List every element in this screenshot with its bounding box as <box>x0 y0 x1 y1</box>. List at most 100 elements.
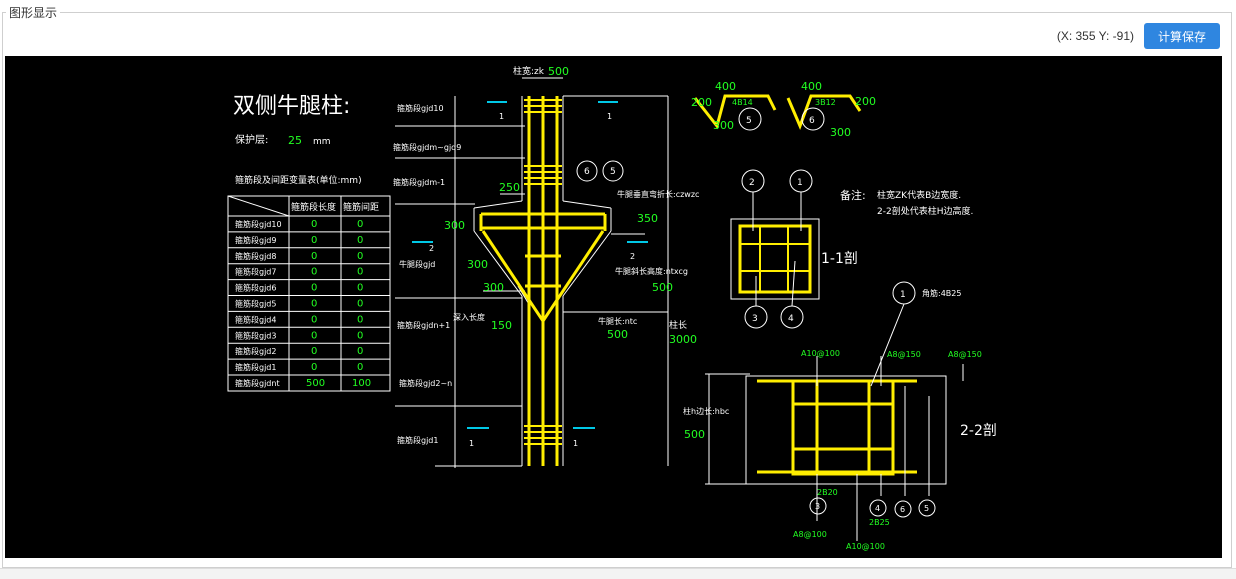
circle-label-1: 1 <box>797 178 803 188</box>
b2b25-label: 2B25 <box>869 518 890 527</box>
b2b20-label: 2B20 <box>817 488 838 497</box>
table-row-name: 箍筋段gjd8 <box>235 251 276 261</box>
table-row-length: 0 <box>311 283 317 294</box>
a8-100-label: A8@100 <box>793 530 827 539</box>
dim-300-a: 300 <box>444 219 465 232</box>
note-line-1: 柱宽ZK代表B边宽度. <box>877 189 961 201</box>
table-row-name: 箍筋段gjd3 <box>235 330 276 340</box>
bend-3b12: 3B12 <box>815 98 836 107</box>
status-strip <box>0 568 1236 579</box>
table-row-name: 箍筋段gjd1 <box>235 362 276 372</box>
gjd1-label: 箍筋段gjd1 <box>397 435 438 445</box>
corbel-slope-label: 牛腿斜长高度:ntxcg <box>615 266 688 276</box>
corner-bar-label: 角筋:4B25 <box>922 288 961 298</box>
corbel-length-label: 牛腿长:ntc <box>598 316 637 326</box>
section-mark-1d: 1 <box>573 439 578 448</box>
col-width-label: 柱宽:zk <box>513 65 545 77</box>
table-row-spacing: 0 <box>357 362 363 373</box>
section-2-2 <box>705 281 964 541</box>
coordinate-readout: (X: 355 Y: -91) <box>1056 29 1134 43</box>
cover-unit: mm <box>313 137 331 147</box>
circle-label-5c: 5 <box>924 504 929 513</box>
circle-label-4b: 4 <box>875 504 880 513</box>
cover-label: 保护层: <box>235 133 268 146</box>
circle-label-1b: 1 <box>900 290 906 300</box>
table-row-name: 箍筋段gjd6 <box>235 283 276 293</box>
table-row-name: 箍筋段gjd7 <box>235 267 276 277</box>
a10-100b-label: A10@100 <box>846 542 885 551</box>
circle-label-3: 3 <box>752 314 758 324</box>
table-row-length: 500 <box>306 378 325 389</box>
bend-200-b: 200 <box>855 95 876 108</box>
table-header-spacing: 箍筋间距 <box>343 201 379 213</box>
bend-400-a: 400 <box>715 80 736 93</box>
table-row-name: 箍筋段gjd4 <box>235 314 276 324</box>
calculate-save-button[interactable]: 计算保存 <box>1143 23 1220 49</box>
cover-value: 25 <box>288 134 302 147</box>
column-elevation <box>395 77 669 468</box>
bend-4b14: 4B14 <box>732 98 753 107</box>
section-mark-1b: 1 <box>607 112 612 121</box>
table-row-length: 0 <box>311 267 317 278</box>
drawing-canvas[interactable]: 双侧牛腿柱: 保护层: 25 mm 箍筋段及间距变量表(单位:mm) 箍筋段长度… <box>5 56 1222 558</box>
table-row-name: 箍筋段gjd9 <box>235 235 276 245</box>
a8-150-label: A8@150 <box>887 350 921 359</box>
col-length-label: 柱长 <box>669 319 687 331</box>
table-row-length: 0 <box>311 299 317 310</box>
table-row-name: 箍筋段gjdnt <box>235 378 280 388</box>
circle-label-5b: 5 <box>746 116 752 126</box>
dim-300-c: 300 <box>483 281 504 294</box>
col-h-label: 柱h边长:hbc <box>683 406 729 416</box>
section-mark-2b: 2 <box>630 252 635 261</box>
col-length-value: 3000 <box>669 333 697 346</box>
table-row-length: 0 <box>311 219 317 230</box>
table-row-length: 0 <box>311 314 317 325</box>
gjd2n-label: 箍筋段gjd2~n <box>399 378 452 388</box>
table-row-spacing: 0 <box>357 314 363 325</box>
table-row-length: 0 <box>311 330 317 341</box>
gjdn1-label: 箍筋段gjdn+1 <box>397 320 450 330</box>
section-1-1-label: 1-1剖 <box>821 251 858 267</box>
bend-300-b: 300 <box>830 126 851 139</box>
note-title: 备注: <box>840 188 866 202</box>
section-mark-1c: 1 <box>469 439 474 448</box>
table-row-spacing: 0 <box>357 235 363 246</box>
table-row-length: 0 <box>311 346 317 357</box>
table-row-spacing: 0 <box>357 219 363 230</box>
col-width-value: 500 <box>548 65 569 78</box>
bend-300-a: 300 <box>713 119 734 132</box>
table-row-spacing: 0 <box>357 283 363 294</box>
drawing-title: 双侧牛腿柱: <box>233 94 350 119</box>
table-row-length: 0 <box>311 251 317 262</box>
anchor-label: 深入长度 <box>453 312 485 322</box>
toolbar: (X: 355 Y: -91) 计算保存 <box>1057 22 1220 50</box>
dim-250: 250 <box>499 181 520 194</box>
corbel-bend-label: 牛腿垂直弯折长:czwzc <box>617 189 699 199</box>
table-row-spacing: 100 <box>352 378 371 389</box>
dim-500: 500 <box>652 281 673 294</box>
stirrup-table <box>227 195 391 392</box>
dim-300-b: 300 <box>467 258 488 271</box>
table-header-length: 箍筋段长度 <box>291 201 336 213</box>
table-row-name: 箍筋段gjd2 <box>235 346 276 356</box>
table-row-spacing: 0 <box>357 267 363 278</box>
circle-label-5a: 5 <box>610 167 616 177</box>
note-line-2: 2-2剖处代表柱H边高度. <box>877 205 973 217</box>
bend-200-a: 200 <box>691 96 712 109</box>
table-row-spacing: 0 <box>357 330 363 341</box>
table-caption: 箍筋段及间距变量表(单位:mm) <box>235 174 362 186</box>
table-row-length: 0 <box>311 235 317 246</box>
section-2-2-label: 2-2剖 <box>960 423 997 439</box>
gjd-label: 牛腿段gjd <box>399 259 435 269</box>
table-row-spacing: 0 <box>357 299 363 310</box>
graphic-panel <box>2 12 1232 568</box>
section-1-1 <box>730 169 820 329</box>
panel-title: 图形显示 <box>6 6 61 20</box>
table-row-name: 箍筋段gjd10 <box>235 219 282 229</box>
circle-label-2: 2 <box>749 178 755 188</box>
gjdm1-label: 箍筋段gjdm-1 <box>393 177 445 187</box>
anchor-value: 150 <box>491 319 512 332</box>
bent-bar-details <box>693 94 862 131</box>
circle-label-6a: 6 <box>584 167 590 177</box>
dim-350: 350 <box>637 212 658 225</box>
